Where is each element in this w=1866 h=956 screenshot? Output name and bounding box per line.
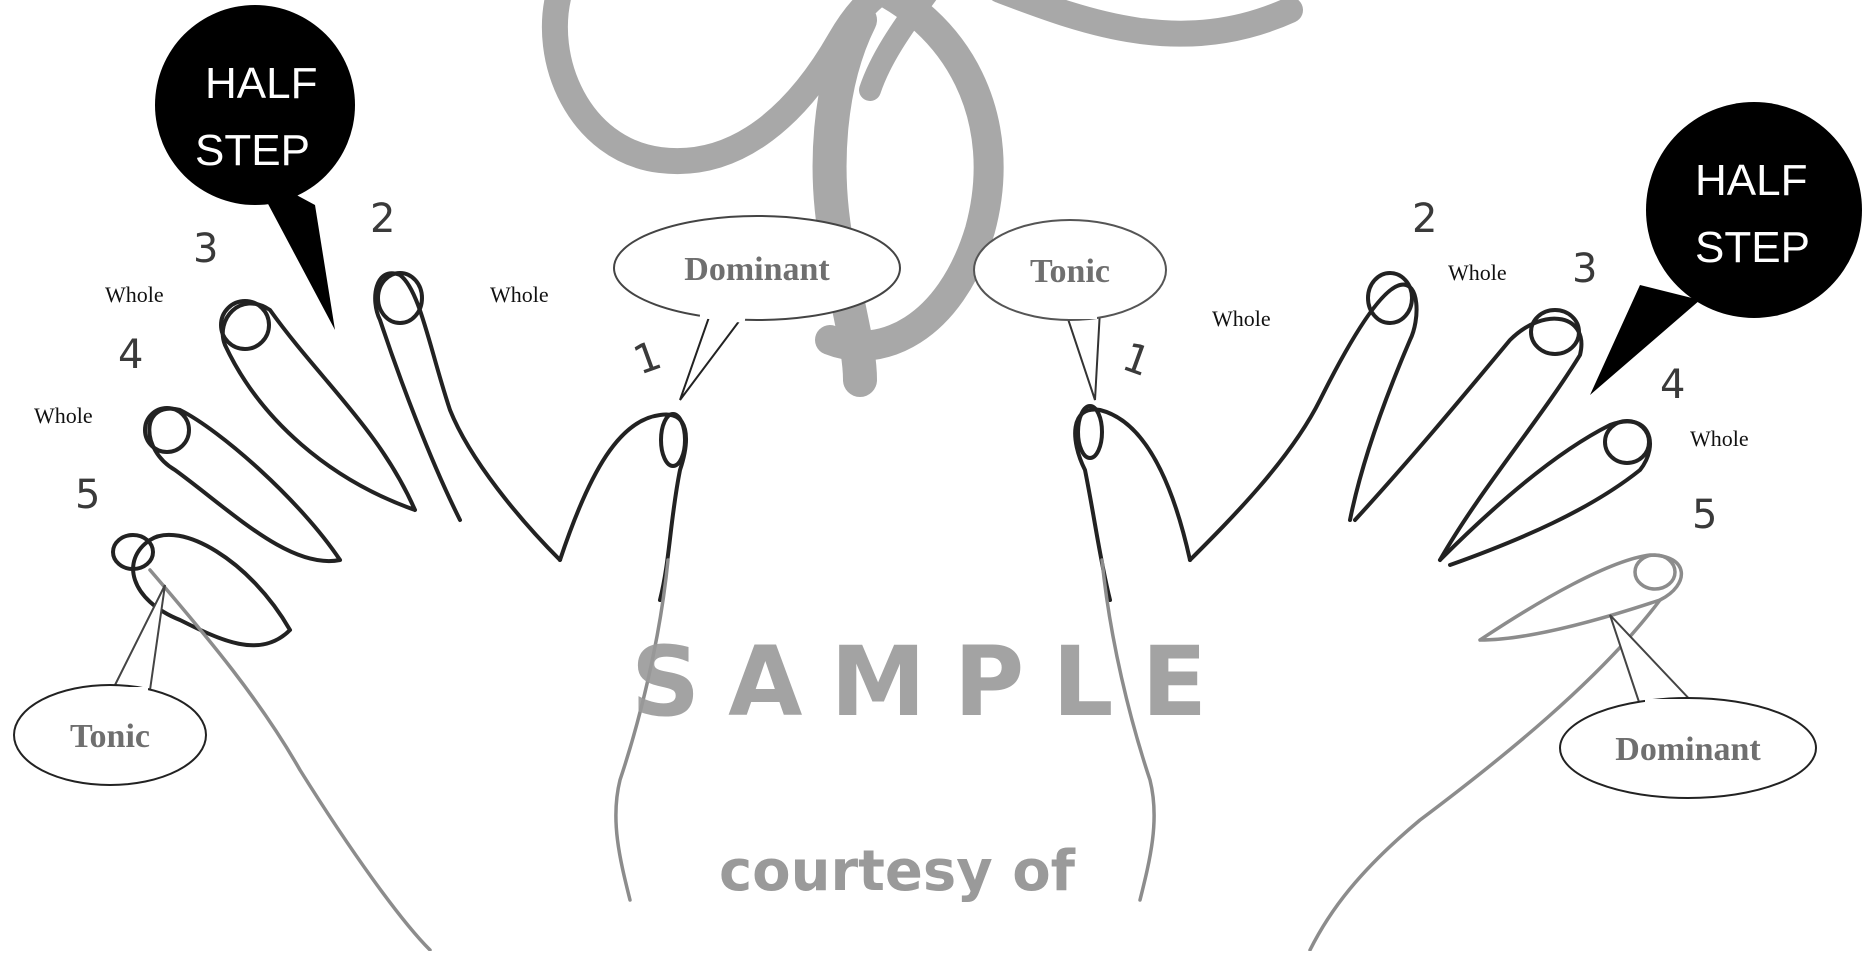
right-step-thumb-index: Whole — [1212, 306, 1271, 331]
right-step-index-middle: Whole — [1448, 260, 1507, 285]
left-middle-nail — [221, 301, 269, 349]
right-thumb-outline — [1075, 410, 1190, 600]
left-index-outline — [375, 273, 560, 560]
right-half-step-bubble: HALF STEP — [1590, 102, 1862, 395]
right-hand — [1075, 273, 1681, 950]
left-tonic-label: Tonic — [70, 718, 150, 755]
right-middle-nail — [1531, 310, 1579, 354]
left-half-step-bubble: HALF STEP — [155, 5, 355, 330]
left-step-middle-ring: Whole — [105, 282, 164, 307]
right-pinky-nail — [1635, 555, 1675, 589]
right-ring-outline — [1440, 421, 1650, 565]
left-hand — [113, 273, 686, 950]
right-finger-1: 1 — [1117, 334, 1157, 386]
right-dominant-callout: Dominant — [1560, 615, 1816, 798]
left-half-step-line2: STEP — [195, 126, 310, 175]
left-step-thumb-index: Whole — [490, 282, 549, 307]
watermark-logo — [555, 0, 1290, 380]
right-step-ring-pinky: Whole — [1690, 426, 1749, 451]
left-ring-outline — [149, 409, 340, 561]
left-finger-3: 3 — [193, 226, 218, 272]
left-finger-4: 4 — [118, 332, 143, 378]
watermark-sample-text: SAMPLE — [631, 626, 1235, 738]
right-ring-nail — [1605, 421, 1649, 463]
left-thumb-nail — [661, 414, 685, 466]
right-dominant-label: Dominant — [1615, 731, 1761, 768]
right-finger-3: 3 — [1572, 246, 1597, 292]
left-step-ring-pinky: Whole — [34, 403, 93, 428]
right-thumb-nail — [1078, 406, 1102, 458]
right-finger-5: 5 — [1692, 492, 1717, 538]
watermark-courtesy-text: courtesy of — [719, 839, 1076, 904]
right-finger-4: 4 — [1660, 362, 1685, 408]
left-finger-5: 5 — [75, 472, 100, 518]
left-half-step-line1: HALF — [205, 59, 317, 108]
left-finger-1: 1 — [628, 332, 668, 384]
right-finger-2: 2 — [1412, 196, 1437, 242]
right-tonic-label: Tonic — [1030, 253, 1110, 290]
right-pinky-outline — [1480, 555, 1681, 640]
left-tonic-callout: Tonic — [14, 585, 206, 785]
right-index-nail — [1368, 273, 1412, 323]
right-half-step-line2: STEP — [1695, 223, 1810, 272]
right-half-step-line1: HALF — [1695, 156, 1807, 205]
left-dominant-label: Dominant — [684, 251, 830, 288]
left-finger-2: 2 — [370, 196, 395, 242]
left-ring-nail — [145, 408, 189, 452]
